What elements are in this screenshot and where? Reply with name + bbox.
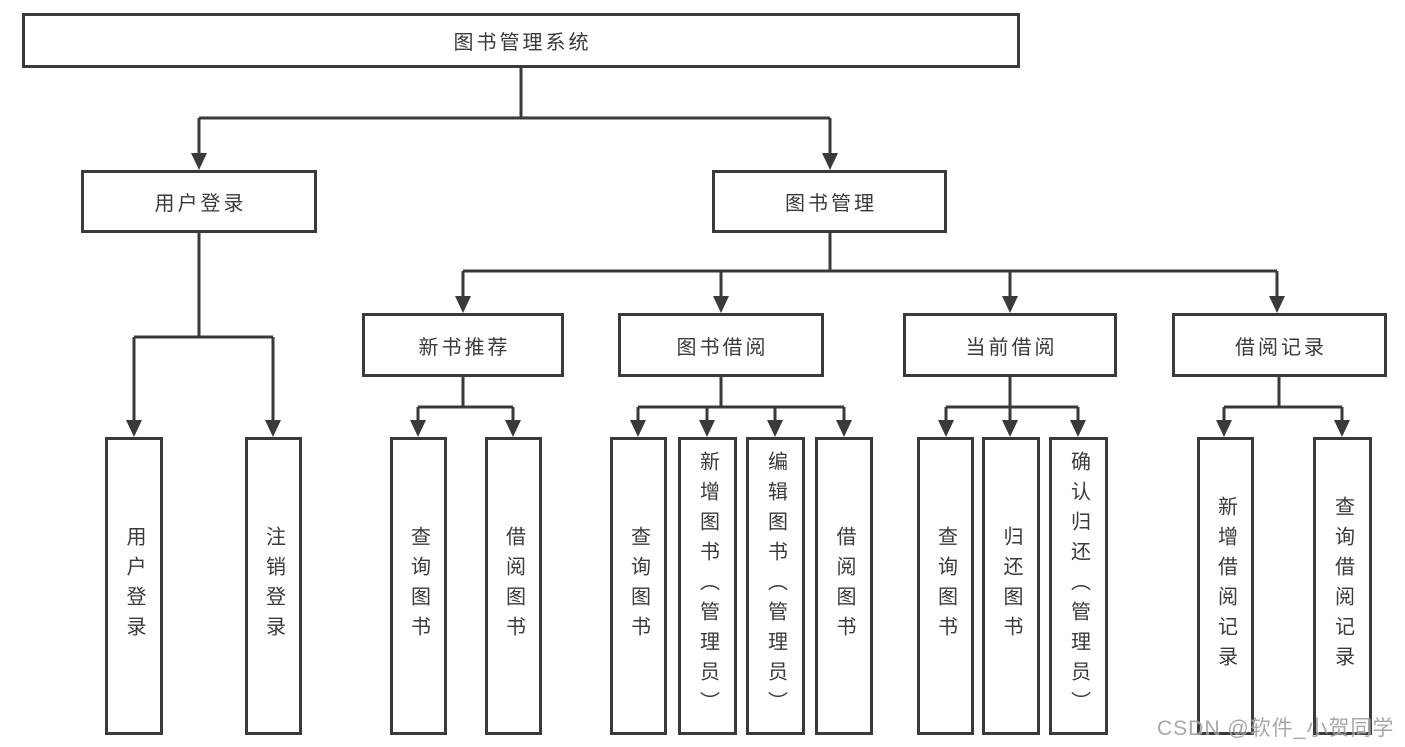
- arrowheads: [126, 153, 1350, 437]
- leaf-user-login: 用户登录: [105, 437, 163, 735]
- leaf-logout: 注销登录: [245, 437, 302, 735]
- node-current-borrowing: 当前借阅: [903, 313, 1117, 377]
- tree-edges: [132, 68, 1344, 420]
- leaf-borrow-books-borrowing: 借阅图书: [815, 437, 873, 735]
- node-borrowing-records: 借阅记录: [1172, 313, 1387, 377]
- node-label: 查询图书: [407, 526, 430, 646]
- node-label: 借阅图书: [833, 526, 855, 646]
- node-label: 注销登录: [262, 526, 285, 646]
- node-library-management-system: 图书管理系统: [22, 13, 1020, 68]
- node-label: 查询图书: [627, 526, 650, 646]
- node-book-management: 图书管理: [712, 170, 947, 233]
- leaf-query-books-recommend: 查询图书: [390, 437, 447, 735]
- leaf-add-borrowing-record: 新增借阅记录: [1197, 437, 1254, 735]
- node-label: 图书借阅: [676, 336, 769, 359]
- leaf-add-book-admin: 新增图书（管理员）: [678, 437, 737, 735]
- node-label: 新增图书（管理员）: [696, 451, 719, 721]
- node-label: 用户登录: [154, 193, 247, 215]
- leaf-query-books-borrowing: 查询图书: [610, 437, 667, 735]
- node-user-login: 用户登录: [81, 170, 317, 233]
- node-label: 归还图书: [1000, 526, 1022, 646]
- node-new-book-recommendation: 新书推荐: [362, 313, 564, 377]
- node-label: 图书管理系统: [453, 32, 592, 54]
- node-label: 图书管理: [785, 193, 877, 215]
- node-label: 查询图书: [934, 526, 957, 646]
- node-label: 编辑图书（管理员）: [764, 451, 787, 721]
- csdn-watermark: CSDN @软件_小贺同学: [1157, 717, 1395, 740]
- leaf-query-books-current: 查询图书: [917, 437, 974, 735]
- node-label: 用户登录: [123, 526, 145, 646]
- leaf-return-books: 归还图书: [982, 437, 1040, 735]
- node-label: 当前借阅: [965, 336, 1058, 359]
- node-label: 确认归还（管理员）: [1067, 451, 1090, 721]
- node-book-borrowing: 图书借阅: [618, 313, 824, 377]
- leaf-edit-book-admin: 编辑图书（管理员）: [746, 437, 805, 735]
- leaf-borrow-books-recommend: 借阅图书: [485, 437, 542, 735]
- leaf-query-borrowing-record: 查询借阅记录: [1313, 437, 1372, 735]
- node-label: 新增借阅记录: [1214, 496, 1237, 676]
- node-label: 借阅记录: [1235, 336, 1327, 359]
- leaf-confirm-return-admin: 确认归还（管理员）: [1049, 437, 1108, 735]
- node-label: 新书推荐: [418, 336, 511, 359]
- node-label: 借阅图书: [502, 526, 525, 646]
- node-label: 查询借阅记录: [1331, 496, 1354, 676]
